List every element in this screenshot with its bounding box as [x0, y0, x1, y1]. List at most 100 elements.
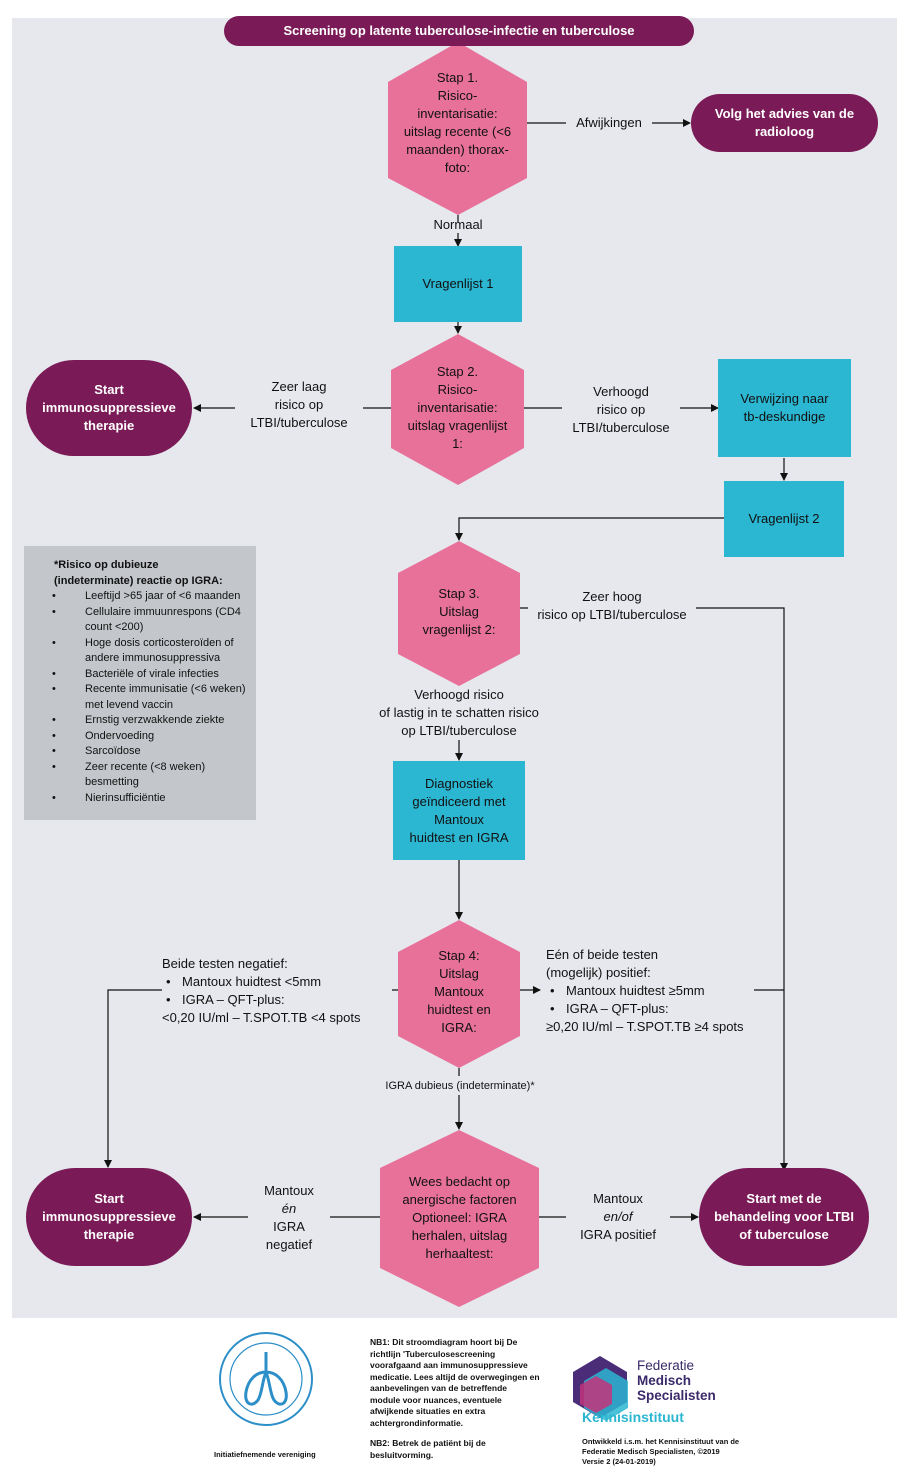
fms-logo-text: Federatie Medisch Specialisten: [637, 1358, 716, 1403]
note-item: Recente immunisatie (<6 weken) met leven…: [32, 682, 246, 713]
step1-text: Stap 1. Risico- inventarisatie: uitslag …: [388, 66, 527, 180]
label-line: ≥0,20 IU/ml – T.SPOT.TB ≥4 spots: [546, 1019, 744, 1034]
label-line: risico op LTBI/tuberculose: [537, 607, 687, 622]
step3-line: Uitslag: [439, 604, 479, 619]
box-text: Diagnostiek: [425, 775, 493, 791]
footer-line: besluitvorming.: [370, 1449, 434, 1460]
note-item: Cellulaire immuunrespons (CD4 count <200…: [32, 605, 246, 636]
label-line: Mantoux huidtest ≥5mm: [566, 983, 705, 998]
note-dubieuze-reactie: *Risico op dubieuze (indeterminate) reac…: [24, 546, 256, 820]
step2-line: 1:: [452, 436, 463, 451]
step2-line: inventarisatie:: [417, 400, 498, 415]
step5-text: Wees bedacht op anergische factoren Opti…: [380, 1172, 539, 1264]
label-line: LTBI/tuberculose: [250, 415, 348, 430]
footer-line: Versie 2 (24-01-2019): [582, 1457, 656, 1466]
label-bullet: •IGRA – QFT-plus:: [550, 1001, 669, 1016]
label-igra-dubieus: IGRA dubieus (indeterminate)*: [360, 1077, 560, 1095]
label-line: Eén of beide testen: [546, 947, 659, 962]
note-item: Ernstig verzwakkende ziekte: [32, 713, 246, 729]
footer-line: NB2: Betrek de patiënt bij de: [370, 1438, 486, 1448]
step1-line: uitslag recente (<6: [403, 124, 512, 139]
box-text: tb-deskundige: [743, 409, 826, 424]
step4-line: IGRA:: [441, 1020, 477, 1035]
box-verwijzing: Verwijzing naar tb-deskundige: [718, 359, 851, 457]
step4-line: Stap 4:: [438, 948, 480, 963]
note-item: Leeftijd >65 jaar of <6 maanden: [32, 589, 246, 605]
label-line: IGRA: [273, 1219, 305, 1234]
footer-line: module voor nuances, eventuele: [370, 1394, 502, 1405]
label-beide-negatief: Beide testen negatief: •Mantoux huidtest…: [162, 955, 392, 1027]
fms-line: Medisch: [637, 1373, 692, 1388]
label-line: Mantoux: [264, 1183, 314, 1198]
fms-logo-mark: [573, 1356, 628, 1421]
label-line: Verhoogd risico: [414, 687, 504, 702]
box-text: geïndiceerd met: [412, 793, 506, 809]
step4-line: Uitslag: [439, 966, 479, 981]
terminal-line: behandeling voor LTBI: [714, 1209, 854, 1224]
label-mantoux-positief: Mantoux en/of IGRA positief: [566, 1190, 670, 1244]
step3-line: Stap 3.: [438, 586, 480, 601]
note-item: Bacteriële of virale infecties: [32, 667, 246, 683]
label-line: op LTBI/tuberculose: [401, 723, 517, 738]
footer-line: richtlijn 'Tuberculosescreening: [370, 1348, 496, 1359]
nvalt-logo: [219, 1332, 313, 1426]
step5-hexagon: [380, 1130, 539, 1307]
fms-line: Specialisten: [637, 1388, 716, 1403]
terminal-radioloog: Volg het advies van de radioloog: [691, 94, 878, 152]
step1-line: Risico-: [437, 88, 478, 103]
footer-line: medicatie. Lees altijd de overwegingen e…: [370, 1371, 540, 1382]
label-normaal: Normaal: [433, 217, 483, 232]
step5-line: herhalen, uitslag: [411, 1228, 508, 1243]
footer-line: afwijkende situaties en extra: [370, 1406, 486, 1416]
step5-line: anergische factoren: [402, 1192, 517, 1207]
footer-line: NB1: Dit stroomdiagram hoort bij De: [370, 1337, 518, 1347]
label-verhoogd-lastig: Verhoogd risico of lastig in te schatten…: [358, 686, 560, 740]
label-line: <0,20 IU/ml – T.SPOT.TB <4 spots: [162, 1010, 361, 1025]
arrow-vragenlijst2-step3: [455, 517, 724, 541]
footer-line: Ontwikkeld i.s.m. het Kennisinstituut va…: [582, 1437, 740, 1446]
label-line: risico op: [274, 397, 324, 412]
label-line: Beide testen negatief:: [162, 956, 288, 971]
label-line: Verhoogd: [593, 384, 649, 399]
step1-hexagon: [388, 42, 527, 215]
label-line: IGRA positief: [580, 1227, 656, 1242]
label-verhoogd: Verhoogd risico op LTBI/tuberculose: [562, 383, 680, 437]
footer-nb2: NB2: Betrek de patiënt bij de besluitvor…: [370, 1438, 570, 1461]
step5-line: herhaaltest:: [425, 1246, 494, 1261]
step3-hexagon: [398, 541, 520, 686]
footer-line: Federatie Medisch Specialisten, ©2019: [582, 1447, 720, 1456]
terminal-start-therapie-2: Start immunosuppressieve therapie: [26, 1168, 192, 1266]
terminal-line: Volg het advies van de: [714, 106, 855, 121]
note-heading: *Risico op dubieuze: [54, 559, 159, 571]
kennisinstituut-text: Kennisinstituut: [582, 1409, 684, 1425]
terminal-line: immunosuppressieve: [42, 1209, 176, 1224]
step1-line: maanden) thorax-: [406, 142, 509, 157]
label-line: (mogelijk) positief:: [546, 965, 651, 980]
label-line: en/of: [603, 1209, 633, 1224]
label-bullet: •Mantoux huidtest ≥5mm: [550, 983, 705, 998]
fms-line: Federatie: [637, 1358, 695, 1373]
box-text: huidtest en IGRA: [409, 829, 509, 845]
step3-text: Stap 3. Uitslag vragenlijst 2:: [398, 584, 520, 640]
label-bullet: •Mantoux huidtest <5mm: [166, 974, 322, 989]
terminal-line: immunosuppressieve: [42, 400, 176, 415]
footer-line: aanbevelingen van de betreffende: [370, 1383, 507, 1393]
terminal-line: therapie: [83, 418, 135, 433]
footer-credit: Ontwikkeld i.s.m. het Kennisinstituut va…: [582, 1437, 762, 1467]
step2-text: Stap 2. Risico- inventarisatie: uitslag …: [391, 362, 524, 454]
terminal-line: Start: [94, 1191, 124, 1206]
label-een-positief: Eén of beide testen (mogelijk) positief:…: [546, 946, 754, 1036]
box-text: Vragenlijst 2: [748, 511, 820, 526]
label-line: Mantoux: [593, 1191, 643, 1206]
note-list: Leeftijd >65 jaar of <6 maanden Cellulai…: [32, 589, 246, 806]
label-line: Mantoux huidtest <5mm: [182, 974, 322, 989]
label-zeer-laag: Zeer laag risico op LTBI/tuberculose: [235, 378, 363, 432]
step5-line: Optioneel: IGRA: [412, 1210, 507, 1225]
footer-line: voorafgaand aan immunosuppressieve: [370, 1360, 528, 1370]
label-line: Zeer laag: [271, 379, 327, 394]
step5-line: Wees bedacht op: [409, 1174, 510, 1189]
label-mantoux-negatief: Mantoux én IGRA negatief: [248, 1182, 330, 1254]
step2-line: Stap 2.: [436, 364, 479, 379]
step1-line: foto:: [444, 160, 471, 175]
box-diagnostiek: Diagnostiek geïndiceerd met Mantoux huid…: [393, 761, 525, 860]
